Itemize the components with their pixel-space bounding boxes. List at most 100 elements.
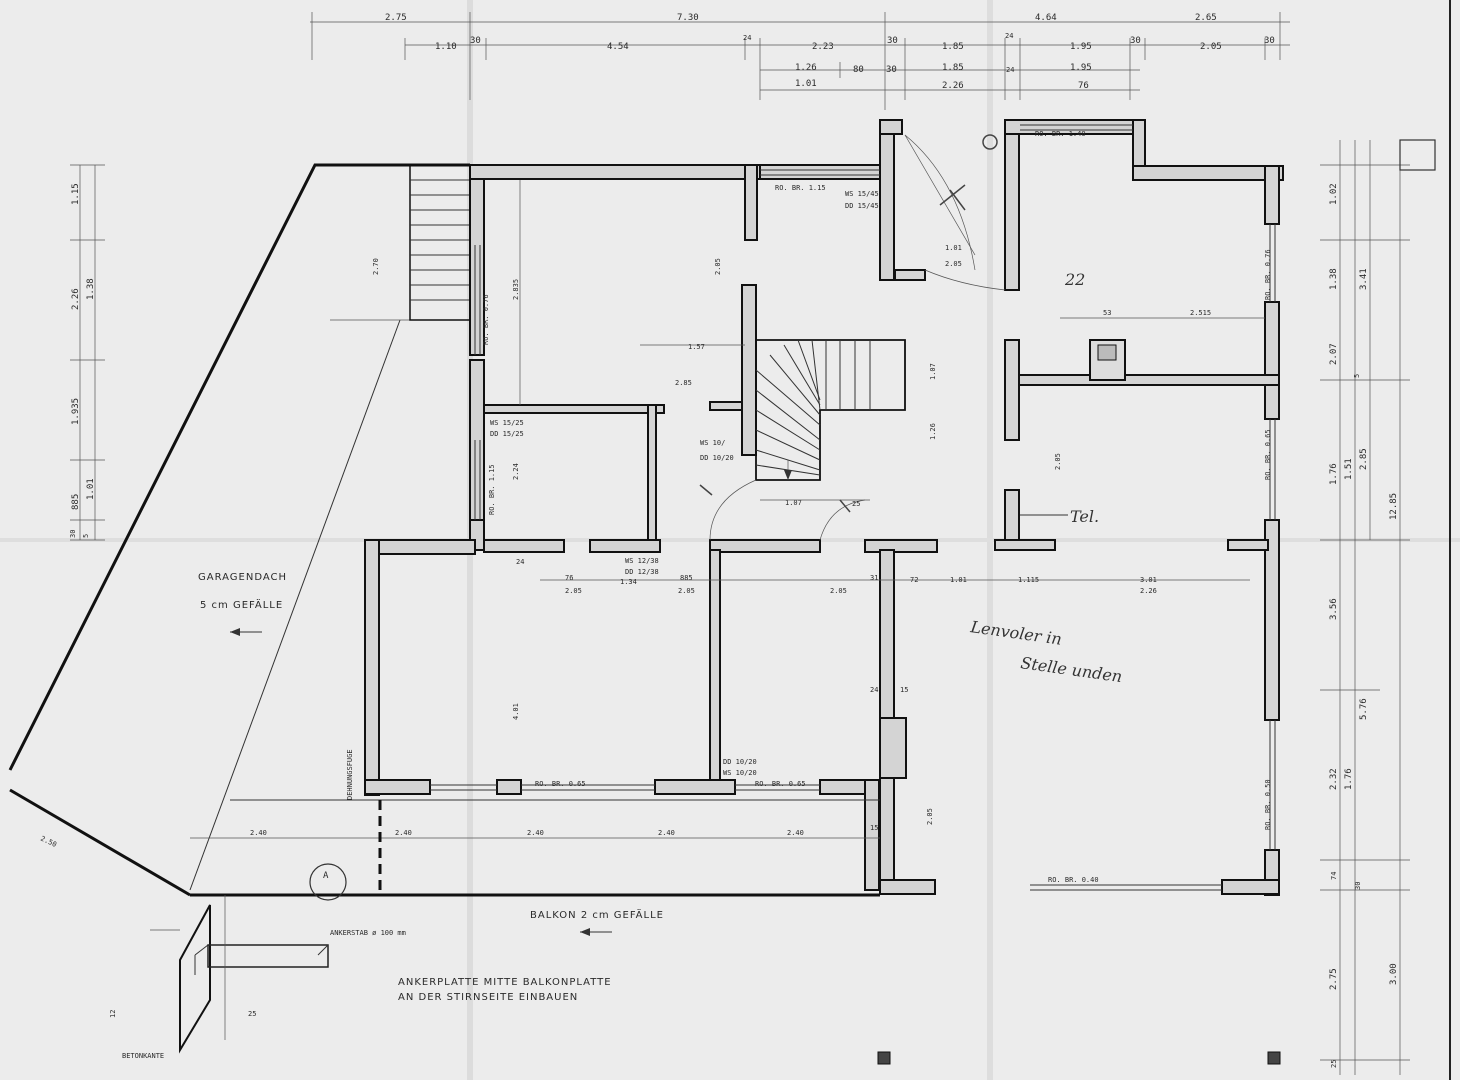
dim-stair-2: 1.26 xyxy=(929,423,937,440)
dim-top4-b: 2.26 xyxy=(942,81,964,91)
right-dimension-lines: 1.02 1.38 2.07 5 1.76 1.51 3.56 2.32 1.7… xyxy=(1320,140,1410,1075)
dim-balcony-4: 2.40 xyxy=(658,829,675,837)
dim-top3-d: 1.85 xyxy=(942,63,964,73)
balcony-label: BALKON 2 cm GEFÄLLE xyxy=(530,908,664,921)
dim-hall-2: 2.85 xyxy=(675,379,692,387)
dim-kitchen: 2.515 xyxy=(1190,309,1211,317)
dim-right-c: 2.07 xyxy=(1329,343,1339,365)
dim-corridor: 2.05 xyxy=(926,808,934,825)
dim-right-b: 1.38 xyxy=(1329,268,1339,290)
dim-right-outer-b: 2.85 xyxy=(1359,448,1369,470)
dim-top2-c: 4.54 xyxy=(607,42,629,52)
dim-balcony-6: 15 xyxy=(870,824,878,832)
dim-right-outer-d: 12.85 xyxy=(1389,493,1399,520)
dim-top2-d: 24 xyxy=(743,34,751,42)
dim-left-h: 5 xyxy=(82,534,90,538)
interior-dimensions: 2.835 2.24 4.01 1.57 2.85 2.05 1.07 1.26… xyxy=(109,180,1265,1018)
dim-left-g: 30 xyxy=(69,530,77,538)
dim-top3-c: 30 xyxy=(886,65,897,75)
left-dimension-lines: 1.15 2.26 1.38 1.935 885 1.01 30 5 xyxy=(69,164,105,541)
dim-bedroom-height: 4.01 xyxy=(512,703,520,720)
window-top-right: RO. BR. 1.40 xyxy=(1035,130,1086,138)
window-right-1: RO. BR. 0.76 xyxy=(1264,249,1272,300)
window-top-mid: RO. BR. 1.15 xyxy=(775,184,826,192)
window-left-1: RO. BR. 0.76 xyxy=(482,294,490,345)
dim-right-i: 1.76 xyxy=(1344,768,1354,790)
anchor-note-line2: AN DER STIRNSEITE EINBAUEN xyxy=(398,992,578,1003)
ws-bottom: WS 10/20 xyxy=(723,769,757,777)
window-right-2: RO. BR. 0.65 xyxy=(1264,429,1272,480)
anchor-detail: ANKERSTAB ø 100 mm ANKERPLATTE MITTE BAL… xyxy=(122,895,612,1060)
garage-roof-label: GARAGENDACH xyxy=(198,572,287,583)
ws-mid: WS 12/38 xyxy=(625,557,659,565)
dim-top2-l: 30 xyxy=(1264,36,1275,46)
dd-bottom: DD 10/20 xyxy=(723,758,757,766)
door-swings xyxy=(709,134,1006,541)
dim-top1-d: 2.65 xyxy=(1195,13,1217,23)
dim-top1-b: 7.30 xyxy=(677,13,699,23)
marker-square-left xyxy=(877,1051,891,1065)
dim-wall-24: 24 xyxy=(516,558,524,566)
dim-bath-2: 2.05 xyxy=(945,260,962,268)
dim-bath-1: 1.01 xyxy=(945,244,962,252)
dim-balcony-3: 2.40 xyxy=(527,829,544,837)
dd-mid: DD 12/38 xyxy=(625,568,659,576)
expansion-joint-label: DEHNUNGSFUGE xyxy=(346,749,354,800)
dim-garage-stair: 2.70 xyxy=(372,258,380,275)
window-left-2: RO. BR. 1.15 xyxy=(488,464,496,515)
dim-left-b: 2.26 xyxy=(71,288,81,310)
dim-top2-k: 2.05 xyxy=(1200,42,1222,52)
dim-right-outer-a: 3.41 xyxy=(1359,268,1369,290)
dim-anchor-12: 12 xyxy=(109,1010,117,1018)
anchor-rod-label: ANKERSTAB ø 100 mm xyxy=(330,929,406,937)
dim-top2-i: 1.95 xyxy=(1070,42,1092,52)
dd-stair: DD 10/20 xyxy=(700,454,734,462)
top-dimension-lines: 2.75 7.30 4.64 2.65 1.10 30 4.54 24 2.23… xyxy=(310,12,1290,110)
dim-top2-g: 1.85 xyxy=(942,42,964,52)
dim-right-outer-e: 3.00 xyxy=(1389,963,1399,985)
handwritten-notes: Tel. Lenvoler in Stelle unden 22 xyxy=(699,134,1123,686)
section-marker-label: A xyxy=(323,871,329,881)
dim-mid-9: 1.115 xyxy=(1018,576,1039,584)
dim-right-f: 1.51 xyxy=(1344,458,1354,480)
dim-balcony-5: 2.40 xyxy=(787,829,804,837)
dim-top3-a: 1.26 xyxy=(795,63,817,73)
opening-labels: RO. BR. 1.15 RO. BR. 1.40 WS 15/45 DD 15… xyxy=(482,130,1272,884)
dim-top1-c: 4.64 xyxy=(1035,13,1057,23)
dim-right-d: 5 xyxy=(1353,374,1361,378)
marker-square-right xyxy=(1267,1051,1281,1065)
dim-mid-1: 1.34 xyxy=(620,578,637,586)
dim-left-d: 1.935 xyxy=(71,398,81,425)
anchor-note-line1: ANKERPLATTE MITTE BALKONPLATTE xyxy=(398,977,612,988)
dim-kitchen-b: 53 xyxy=(1103,309,1111,317)
window-bottom-2: RO. BR. 0.65 xyxy=(755,780,806,788)
dim-balcony-1: 2.40 xyxy=(250,829,267,837)
dim-right-h: 2.32 xyxy=(1329,768,1339,790)
dim-wc-height: 2.24 xyxy=(512,463,520,480)
dim-right-door: 2.05 xyxy=(1054,453,1062,470)
dim-room-height: 2.835 xyxy=(512,279,520,300)
handnote-scribble: 22 xyxy=(1064,270,1085,289)
dim-right-m: 25 xyxy=(1330,1060,1338,1068)
dim-mid-5: 2.05 xyxy=(830,587,847,595)
dim-hall-width: 1.57 xyxy=(688,343,705,351)
dim-mid-4: 2.05 xyxy=(678,587,695,595)
dim-mid-11: 2.26 xyxy=(1140,587,1157,595)
dim-stair-1: 1.07 xyxy=(929,363,937,380)
dim-landing-b: 25 xyxy=(852,500,860,508)
dim-right-l: 2.75 xyxy=(1329,968,1339,990)
dim-mid-0: 76 xyxy=(565,574,573,582)
dim-mid-6: 31 xyxy=(870,574,878,582)
dim-mid-3: 885 xyxy=(680,574,693,582)
dim-left-e: 885 xyxy=(71,494,81,510)
window-bottom-1: RO. BR. 0.65 xyxy=(535,780,586,788)
dim-right-k: 30 xyxy=(1354,882,1362,890)
corner-detail xyxy=(1399,139,1436,171)
dim-balcony-2: 2.40 xyxy=(395,829,412,837)
dim-top3-f: 1.95 xyxy=(1070,63,1092,73)
window-bottom-3: RO. BR. 0.40 xyxy=(1048,876,1099,884)
dim-top4-a: 1.01 xyxy=(795,79,817,89)
dim-top2-e: 2.23 xyxy=(812,42,834,52)
window-right-3: RO. BR. 0.50 xyxy=(1264,779,1272,830)
dim-top2-h: 24 xyxy=(1005,32,1013,40)
